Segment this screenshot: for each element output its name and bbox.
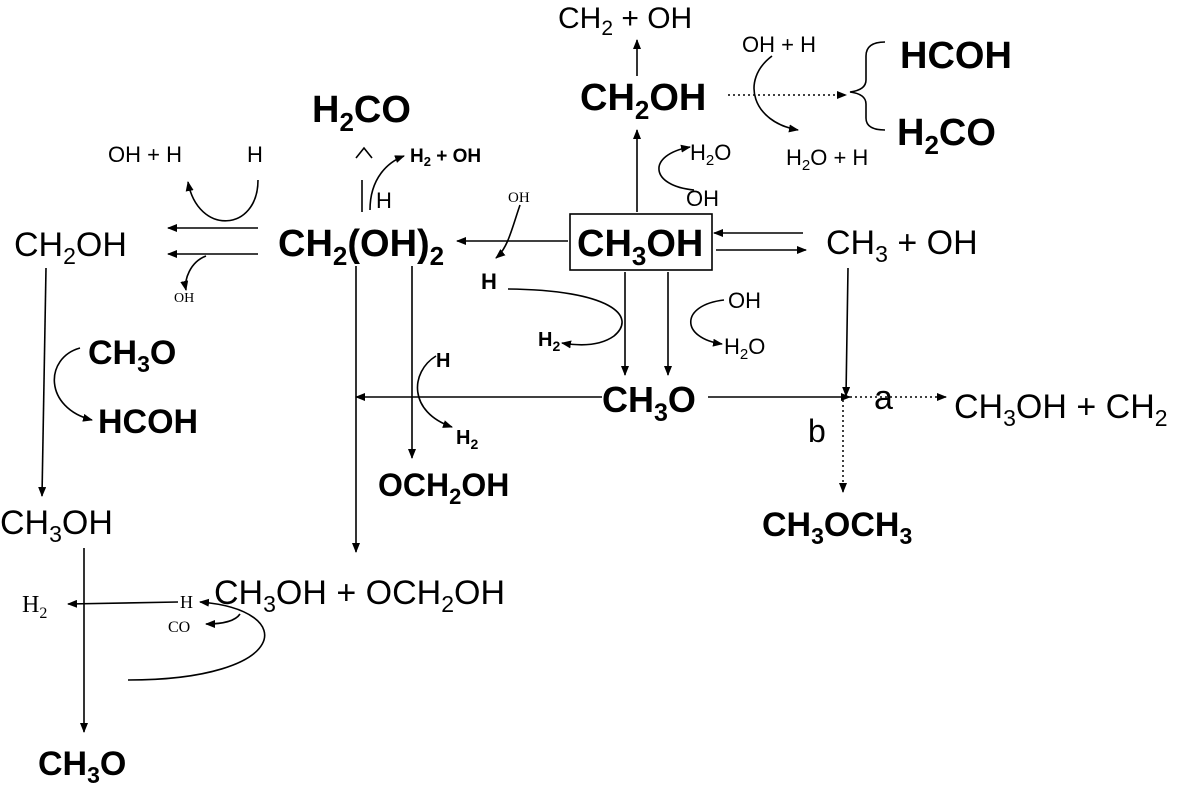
h2o-mid: H2O bbox=[724, 334, 765, 363]
product-ch3oh-och2oh: CH3OH + OCH2OH bbox=[214, 574, 505, 617]
h2-mid-low: H2 bbox=[456, 427, 478, 452]
arrow-ch3-down bbox=[842, 267, 851, 397]
oh-small-mid: OH bbox=[508, 190, 530, 206]
ch2oh2: CH2(OH)2 bbox=[278, 223, 444, 271]
arrowhead-h2co bbox=[355, 146, 373, 159]
ch3-oh-right: CH3 + OH bbox=[826, 224, 978, 267]
curve-h-to-oh-h bbox=[185, 179, 259, 222]
ch2oh-top: CH2OH bbox=[580, 77, 706, 125]
ch3o-mid: CH3O bbox=[602, 379, 696, 427]
oh-below-left: OH bbox=[174, 291, 194, 306]
ch2-oh-top: CH2 + OH bbox=[558, 2, 692, 40]
curve-h-to-h2-low bbox=[416, 355, 453, 428]
curve-oh-to-h2o-mid bbox=[690, 299, 725, 347]
h2o-h-top: H2O + H bbox=[786, 145, 868, 174]
ch3oh-center: CH3OH bbox=[577, 223, 703, 271]
curve-oh-to-h bbox=[495, 204, 521, 259]
label-a: a bbox=[874, 379, 893, 417]
h2-low-left: H2 bbox=[22, 592, 47, 622]
curve-oh-h-to-h2o-h bbox=[753, 55, 799, 133]
curve-h-to-h2 bbox=[507, 288, 623, 349]
product-brace bbox=[849, 41, 886, 131]
hcoh-top: HCOH bbox=[900, 35, 1012, 77]
curve-h-to-h2-oh bbox=[369, 155, 405, 211]
hcoh-left: HCOH bbox=[98, 403, 198, 441]
h2-oh-left: H2 + OH bbox=[410, 146, 481, 169]
och2oh: OCH2OH bbox=[378, 467, 509, 509]
h-right-left: H bbox=[247, 142, 263, 167]
ch3oh-ch2-right: CH3OH + CH2 bbox=[954, 388, 1168, 431]
ch3och3: CH3OCH3 bbox=[762, 506, 912, 549]
h-mid-low: H bbox=[436, 350, 450, 372]
arrows bbox=[38, 39, 947, 733]
oh-near-top: OH bbox=[686, 186, 719, 211]
h2-mid: H2 bbox=[538, 329, 560, 354]
h-left: H bbox=[376, 188, 392, 213]
h2co-top: H2CO bbox=[897, 112, 996, 160]
ch3o-mid-left: CH3O bbox=[88, 334, 176, 377]
curve-to-co bbox=[205, 613, 241, 628]
oh-mid: OH bbox=[728, 288, 761, 313]
ch3o-bottom: CH3O bbox=[38, 745, 126, 787]
co-low-left: CO bbox=[168, 619, 190, 636]
h2o-near-top: H2O bbox=[690, 140, 731, 169]
oh-h-left: OH + H bbox=[108, 142, 182, 167]
curve-to-oh-small bbox=[180, 255, 207, 291]
ch2oh-left: CH2OH bbox=[14, 226, 127, 269]
oh-h-top: OH + H bbox=[742, 32, 816, 57]
arrow-h-to-h2 bbox=[67, 599, 179, 608]
ch3oh-low-left: CH3OH bbox=[0, 504, 113, 547]
curve-ch3o-to-hcoh bbox=[53, 347, 93, 422]
curve-loop-to-h bbox=[127, 598, 266, 681]
center-box bbox=[569, 213, 713, 271]
h-low-left: H bbox=[180, 592, 193, 612]
curve-oh-to-h2o bbox=[658, 144, 695, 191]
h-small-mid: H bbox=[481, 269, 497, 294]
h2co-left: H2CO bbox=[312, 89, 411, 137]
label-b: b bbox=[808, 413, 826, 449]
arrow-ch2oh-to-ch3oh bbox=[38, 267, 47, 497]
